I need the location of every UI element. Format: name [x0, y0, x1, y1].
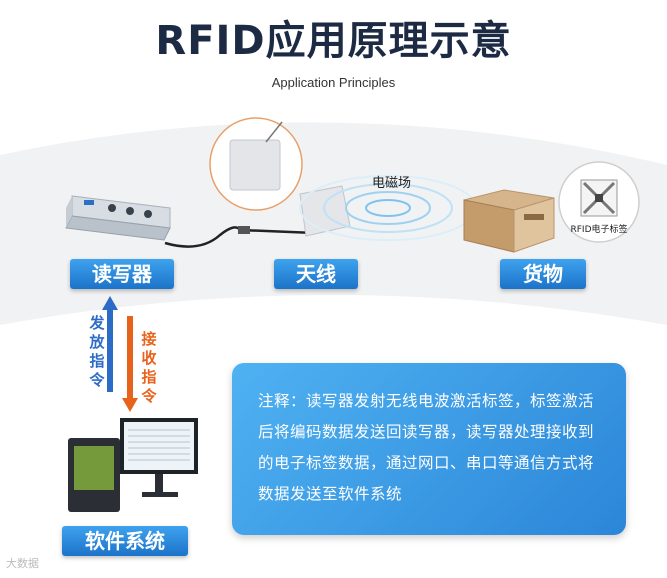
em-field-label: 电磁场 — [372, 172, 411, 191]
page-subtitle: Application Principles — [0, 75, 667, 90]
software-system-label: 软件系统 — [62, 526, 188, 556]
explanation-text: 注释：读写器发射无线电波激活标签，标签激活后将编码数据发送回读写器，读写器处理接… — [258, 386, 608, 510]
send-command-text: 发放指令 — [88, 314, 106, 390]
page-title: RFID应用原理示意 — [0, 8, 667, 66]
goods-label: 货物 — [500, 259, 586, 289]
receive-command-text: 接收指令 — [140, 330, 158, 406]
watermark: 大数据 — [6, 555, 39, 571]
goods-box-image — [458, 184, 558, 256]
command-arrows — [100, 292, 144, 416]
computer-image — [62, 412, 202, 524]
reader-label: 读写器 — [70, 259, 174, 289]
rfid-tag-label: RFID电子标签 — [564, 222, 634, 235]
antenna-label: 天线 — [274, 259, 358, 289]
